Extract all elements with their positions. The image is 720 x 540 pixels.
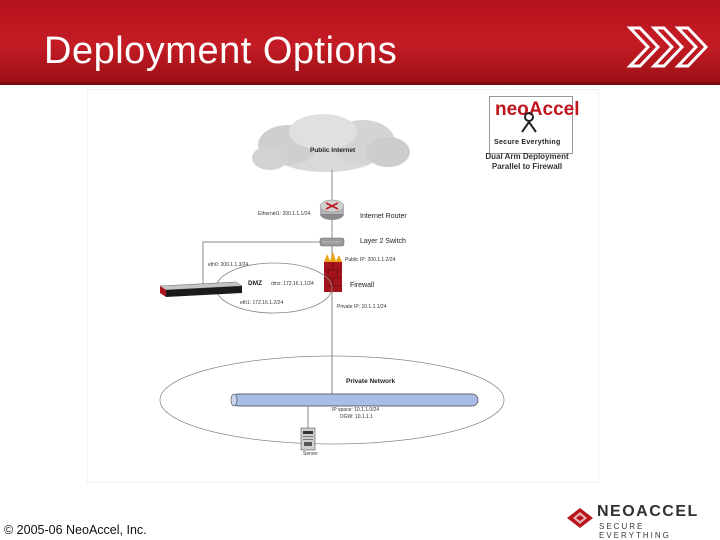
heading-line-1: Dual Arm Deployment	[485, 152, 569, 161]
switch-label: Layer 2 Switch	[360, 238, 406, 245]
copyright-footer: © 2005-06 NeoAccel, Inc.	[4, 523, 147, 537]
firewall-icon	[324, 252, 342, 292]
footer-logo-brand: NEOACCEL	[597, 503, 699, 520]
heading-line-2: Parallel to Firewall	[491, 162, 563, 171]
logo-figure-icon	[521, 112, 537, 133]
title-bar	[0, 0, 720, 82]
switch-icon	[319, 237, 345, 247]
eth0-ip-label: eth0: 200.1.1.3/24	[208, 262, 249, 268]
server-icon	[300, 427, 316, 451]
router-icon	[319, 199, 345, 220]
private-network-label: Private Network	[346, 378, 396, 385]
dmz-appliance-icon	[159, 281, 243, 297]
firewall-private-ip-label: Private IP: 10.1.1.1/24	[337, 304, 387, 310]
cloud-label: Public Internet	[310, 147, 356, 154]
router-label: Internet Router	[360, 213, 407, 220]
diagram-heading: Dual Arm Deployment Parallel to Firewall	[472, 152, 582, 172]
logo-tagline: Secure Everything	[494, 139, 561, 146]
logo-brand: neoAccel	[495, 99, 580, 120]
network-diagram	[159, 114, 505, 451]
network-pipe-icon	[230, 393, 479, 407]
firewall-label: Firewall	[350, 282, 375, 289]
firewall-dmz-ip-label: dmz: 172.16.1.1/24	[271, 281, 314, 287]
server-label: Server	[303, 451, 318, 457]
neoaccel-logo: neoAccel Secure Everything	[489, 96, 579, 154]
router-ip-label: Ethernet1: 200.1.1.1/24	[258, 211, 311, 217]
gateway-label: DGW: 10.1.1.1	[340, 414, 373, 420]
footer-logo-tagline: SECURE EVERYTHING	[599, 522, 671, 540]
eth1-ip-label: eth1: 172.16.1.2/24	[240, 300, 284, 306]
slide-title: Deployment Options	[44, 30, 398, 72]
footer-logo-mark-icon	[567, 508, 593, 528]
chevrons-icon	[626, 26, 709, 68]
firewall-public-ip-label: Public IP: 200.1.1.2/24	[345, 257, 396, 263]
private-network-zone	[159, 355, 505, 445]
diagram-panel	[88, 90, 598, 482]
footer-logo: NEOACCEL SECURE EVERYTHING	[563, 500, 713, 540]
internet-cloud-icon	[252, 114, 410, 172]
title-bar-rule	[0, 82, 720, 85]
ip-space-label: IP space: 10.1.1.0/24	[332, 407, 380, 413]
dmz-label: DMZ	[248, 280, 263, 287]
